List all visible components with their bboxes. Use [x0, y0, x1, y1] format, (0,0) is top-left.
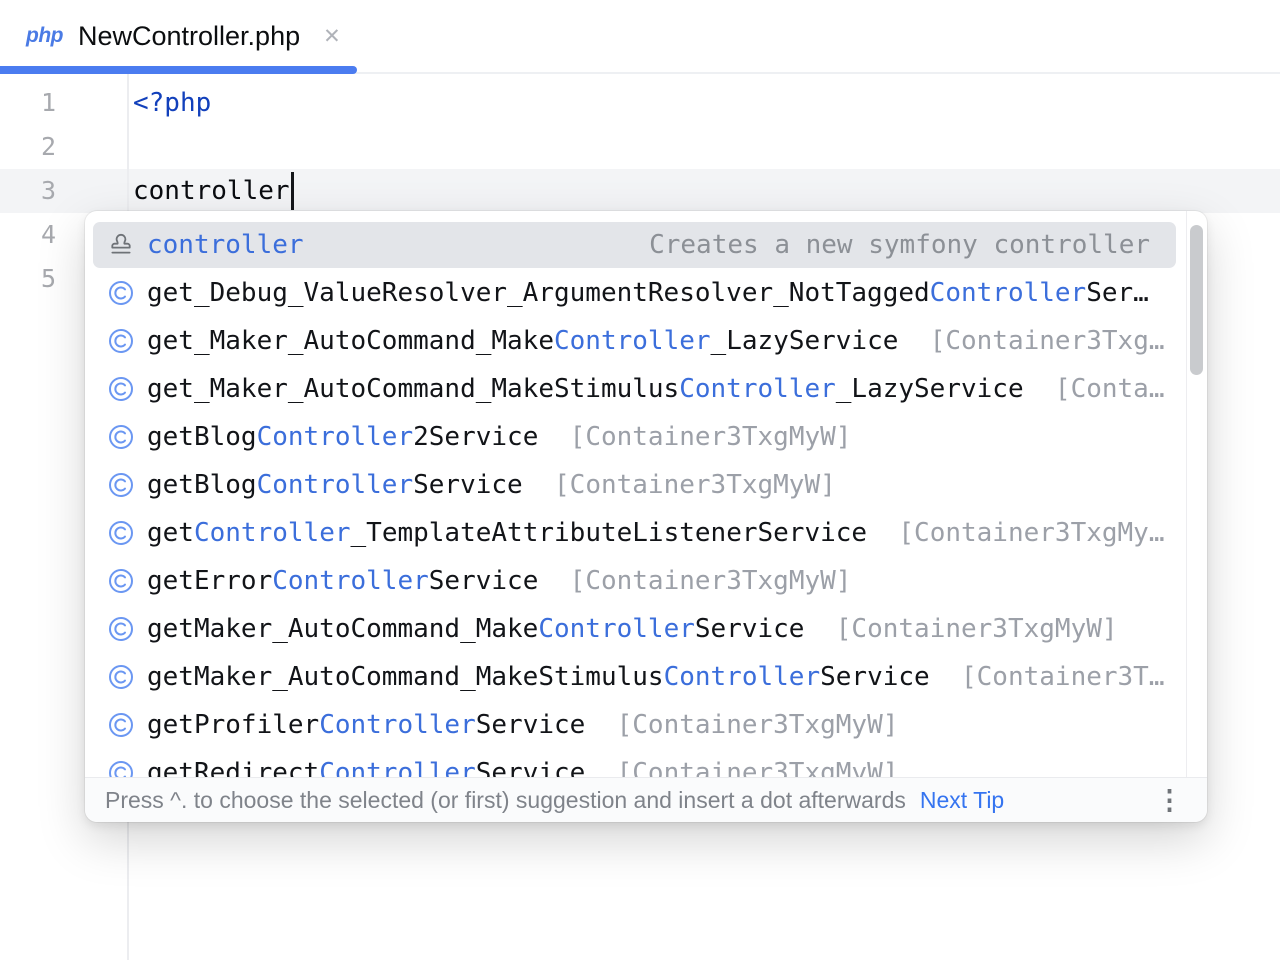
completion-item-label: getMaker_AutoCommand_MakeStimulusControl…: [147, 662, 1165, 692]
class-icon: [107, 375, 135, 403]
class-icon: [107, 279, 135, 307]
line-number[interactable]: 2: [40, 132, 56, 161]
completion-item-label: getBlogController2Service [Container3Txg…: [147, 422, 852, 452]
completion-item-label: getController_TemplateAttributeListenerS…: [147, 518, 1165, 548]
php-file-icon: php: [26, 24, 63, 47]
tab-close-icon[interactable]: ✕: [323, 24, 341, 48]
completion-item[interactable]: getMaker_AutoCommand_MakeControllerServi…: [85, 605, 1186, 653]
completion-item-description: Creates a new symfony controller: [649, 230, 1150, 260]
completion-item-label: getBlogControllerService [Container3TxgM…: [147, 470, 836, 500]
class-icon: [107, 423, 135, 451]
completion-list: get_Debug_ValueResolver_ArgumentResolver…: [85, 269, 1186, 797]
completion-item[interactable]: getMaker_AutoCommand_MakeStimulusControl…: [85, 653, 1186, 701]
completion-item[interactable]: getProfilerControllerService [Container3…: [85, 701, 1186, 749]
live-template-icon: [107, 231, 135, 259]
completion-item[interactable]: getErrorControllerService [Container3Txg…: [85, 557, 1186, 605]
completion-item[interactable]: get_Maker_AutoCommand_MakeStimulusContro…: [85, 365, 1186, 413]
line-number[interactable]: 5: [40, 264, 56, 293]
line-number[interactable]: 3: [40, 176, 56, 205]
completion-item-label: getErrorControllerService [Container3Txg…: [147, 566, 852, 596]
completion-item-label: getMaker_AutoCommand_MakeControllerServi…: [147, 614, 1118, 644]
class-icon: [107, 663, 135, 691]
code-editor[interactable]: 1 2 3 4 5 <?php controller: [0, 74, 1280, 960]
completion-item-label: get_Debug_ValueResolver_ArgumentResolver…: [147, 278, 1149, 308]
tab-title: NewController.php: [77, 20, 301, 51]
code-line-1[interactable]: <?php: [133, 81, 211, 125]
hint-bar: Press ^. to choose the selected (or firs…: [85, 777, 1207, 822]
tab-newcontroller[interactable]: php NewController.php ✕: [26, 0, 341, 72]
completion-item[interactable]: get_Debug_ValueResolver_ArgumentResolver…: [85, 269, 1186, 317]
hint-text: Press ^. to choose the selected (or firs…: [105, 786, 906, 813]
class-icon: [107, 327, 135, 355]
line-number[interactable]: 4: [40, 220, 56, 249]
more-options-icon[interactable]: ⋮: [1156, 784, 1183, 815]
completion-item-label: getProfilerControllerService [Container3…: [147, 710, 899, 740]
completion-item[interactable]: getBlogController2Service [Container3Txg…: [85, 413, 1186, 461]
class-icon: [107, 567, 135, 595]
completion-item-label: get_Maker_AutoCommand_MakeController_Laz…: [147, 326, 1165, 356]
gutter: 1 2 3 4 5: [0, 74, 127, 960]
completion-item-selected[interactable]: controller Creates a new symfony control…: [93, 222, 1176, 268]
class-icon: [107, 471, 135, 499]
completion-item-label: get_Maker_AutoCommand_MakeStimulusContro…: [147, 374, 1165, 404]
class-icon: [107, 711, 135, 739]
text-caret: [290, 172, 294, 210]
completion-item-label: controller: [147, 230, 304, 260]
class-icon: [107, 519, 135, 547]
completion-item[interactable]: get_Maker_AutoCommand_MakeController_Laz…: [85, 317, 1186, 365]
line-number[interactable]: 1: [40, 88, 56, 117]
tab-bar: php NewController.php ✕: [0, 0, 1280, 74]
scrollbar-track-border: [1186, 211, 1187, 777]
php-open-tag: <?php: [133, 88, 212, 118]
completion-item[interactable]: getBlogControllerService [Container3TxgM…: [85, 461, 1186, 509]
active-tab-indicator: [0, 66, 357, 74]
typed-text: controller: [133, 176, 290, 206]
next-tip-link[interactable]: Next Tip: [919, 786, 1005, 813]
current-line-highlight: [0, 169, 1280, 213]
code-line-3[interactable]: controller: [133, 169, 294, 213]
completion-popup: controller Creates a new symfony control…: [85, 211, 1207, 822]
completion-item[interactable]: getController_TemplateAttributeListenerS…: [85, 509, 1186, 557]
class-icon: [107, 615, 135, 643]
scrollbar-thumb[interactable]: [1190, 225, 1203, 375]
